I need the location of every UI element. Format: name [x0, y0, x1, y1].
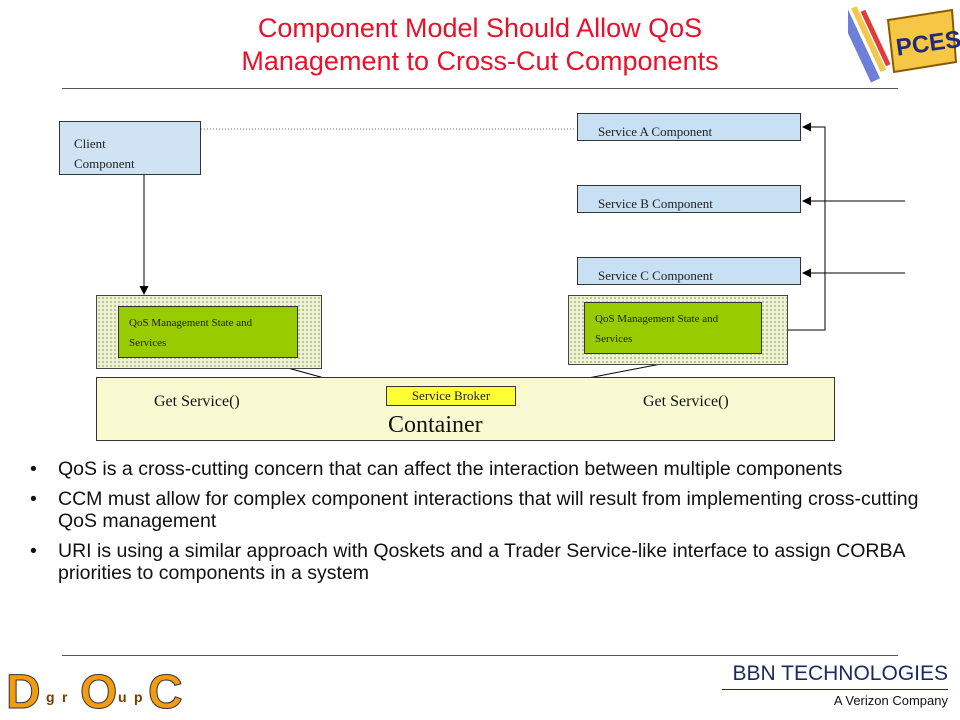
bullet-item: QoS is a cross-cutting concern that can …: [28, 458, 928, 480]
doc-logo-u: u: [118, 689, 127, 705]
qos-to-service-a-bracket: [786, 122, 826, 331]
doc-group-logo: D g r O u p C: [6, 666, 184, 719]
title-rule: [62, 88, 898, 89]
left-qos-box: QoS Management State and Services: [118, 306, 298, 358]
bullet-list: QoS is a cross-cutting concern that can …: [28, 458, 928, 592]
service-broker-label: Service Broker: [411, 388, 491, 403]
left-qos-label: QoS Management State and Services: [129, 317, 253, 349]
doc-logo-p: p: [134, 689, 143, 705]
footer-rule: [62, 655, 898, 656]
doc-logo-c: C: [148, 666, 183, 718]
bbn-logo: BBN TECHNOLOGIES A Verizon Company: [722, 662, 948, 712]
get-service-left: Get Service(): [154, 393, 240, 410]
bullet-item: URI is using a similar approach with Qos…: [28, 540, 928, 584]
service-c-label: Service C Component: [598, 268, 713, 283]
slide-title: Component Model Should Allow QoS Managem…: [0, 12, 960, 78]
client-label-line-2: Component: [74, 156, 135, 171]
service-b-box: Service B Component: [577, 185, 801, 213]
service-b-label: Service B Component: [598, 196, 713, 211]
get-service-right: Get Service(): [643, 393, 729, 410]
service-c-box: Service C Component: [577, 257, 801, 285]
client-component-box: Client Component: [59, 121, 201, 175]
doc-logo-g: g: [46, 689, 55, 705]
bbn-logo-title: BBN TECHNOLOGIES: [732, 662, 949, 685]
pces-logo: PCES: [848, 6, 960, 83]
bbn-logo-subtitle: A Verizon Company: [833, 693, 948, 708]
bbn-logo-rule: [722, 689, 948, 690]
title-line-1: Component Model Should Allow QoS: [257, 13, 703, 43]
right-qos-box: QoS Management State and Services: [584, 302, 762, 354]
doc-logo-o: O: [80, 666, 117, 718]
bullet-item: CCM must allow for complex component int…: [28, 488, 928, 532]
title-line-2: Management to Cross-Cut Components: [241, 46, 719, 76]
right-qos-label: QoS Management State and Services: [595, 313, 719, 345]
service-a-box: Service A Component: [577, 113, 801, 141]
doc-logo-r: r: [62, 689, 68, 705]
client-label-line-1: Client: [74, 136, 106, 151]
container-label: Container: [388, 412, 483, 438]
doc-logo-d: D: [6, 666, 41, 718]
service-broker-box: Service Broker: [386, 386, 516, 406]
service-a-label: Service A Component: [598, 124, 713, 139]
